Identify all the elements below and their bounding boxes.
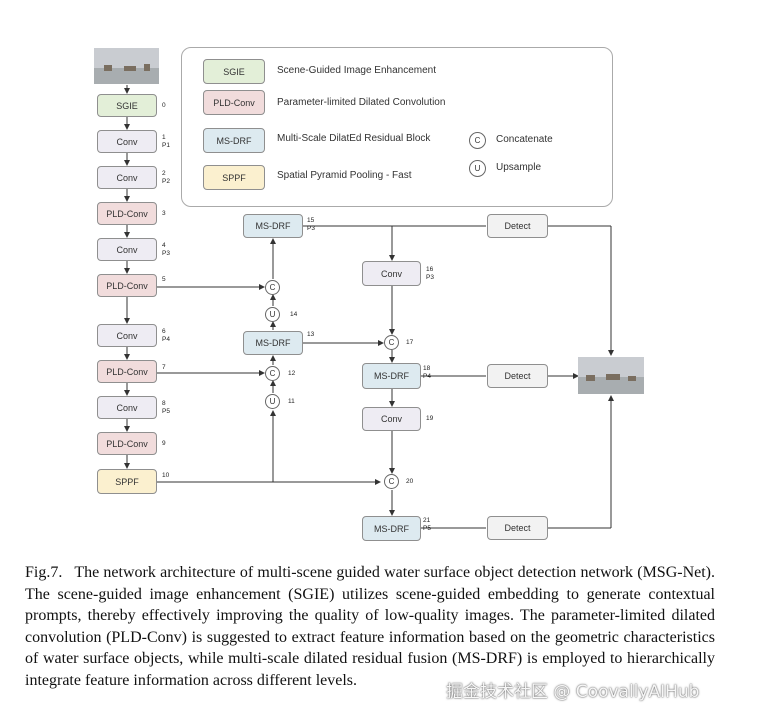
conv-block-2: Conv (97, 166, 157, 189)
figure-label: Fig.7. (25, 564, 63, 581)
legend-sppf-swatch: SPPF (203, 165, 265, 190)
ms-drf-block-13: MS-DRF (243, 331, 303, 355)
conv-block-19: Conv (362, 407, 421, 431)
index-20: 20 (406, 478, 414, 485)
index-17: 17 (406, 339, 414, 346)
watermark: 掘金技术社区 @ CoovallyAIHub (446, 682, 700, 702)
concatenate-node: C (265, 280, 280, 295)
legend-upsample-desc: Upsample (496, 162, 542, 173)
index-12: 12 (288, 370, 296, 377)
concatenate-node-20: C (384, 474, 399, 489)
conv-block-16: Conv (362, 261, 421, 286)
conv-block-6: Conv (97, 324, 157, 347)
legend-sgie-swatch: SGIE (203, 59, 265, 84)
legend-sgie-desc: Scene-Guided Image Enhancement (277, 65, 436, 76)
sppf-block-10: SPPF (97, 469, 157, 494)
legend: SGIE Scene-Guided Image Enhancement PLD-… (181, 47, 613, 207)
pld-conv-block-5: PLD-Conv (97, 274, 157, 297)
legend-sppf-desc: Spatial Pyramid Pooling - Fast (277, 170, 412, 181)
index-7: 7 (162, 364, 166, 371)
legend-concatenate-desc: Concatenate (496, 134, 553, 145)
index-14: 14 (290, 311, 298, 318)
index-5: 5 (162, 276, 166, 283)
pld-conv-block-9: PLD-Conv (97, 432, 157, 455)
sgie-block: SGIE (97, 94, 157, 117)
output-image (578, 357, 644, 394)
index-0: 0 (162, 102, 166, 109)
figure-caption: Fig.7. The network architecture of multi… (25, 562, 715, 691)
conv-block-1: Conv (97, 130, 157, 153)
legend-upsample-icon: U (469, 160, 486, 177)
pld-conv-block-3: PLD-Conv (97, 202, 157, 225)
legend-msdrf-swatch: MS-DRF (203, 128, 265, 153)
upsample-node-14: U (265, 307, 280, 322)
legend-concatenate-icon: C (469, 132, 486, 149)
ms-drf-block-21: MS-DRF (362, 516, 421, 541)
detect-head-p5: Detect (487, 516, 548, 540)
legend-pld-swatch: PLD-Conv (203, 90, 265, 115)
upsample-node-11: U (265, 394, 280, 409)
index-11: 11 (288, 398, 295, 405)
index-10: 10 (162, 472, 170, 479)
connector-lines (124, 85, 614, 529)
conv-block-8: Conv (97, 396, 157, 419)
ms-drf-block-18: MS-DRF (362, 363, 421, 389)
caption-text: The network architecture of multi-scene … (25, 564, 716, 689)
detect-head-p3: Detect (487, 214, 548, 238)
conv-block-4: Conv (97, 238, 157, 261)
concatenate-node-12: C (265, 366, 280, 381)
index-13: 13 (307, 331, 315, 338)
index-3: 3 (162, 210, 166, 217)
legend-pld-desc: Parameter-limited Dilated Convolution (277, 97, 446, 108)
concatenate-node-17: C (384, 335, 399, 350)
index-19: 19 (426, 415, 434, 422)
pld-conv-block-7: PLD-Conv (97, 360, 157, 383)
detect-head-p4: Detect (487, 364, 548, 388)
ms-drf-block-15: MS-DRF (243, 214, 303, 238)
index-9: 9 (162, 440, 166, 447)
input-image (94, 48, 159, 84)
legend-msdrf-desc: Multi-Scale DilatEd Residual Block (277, 133, 431, 144)
